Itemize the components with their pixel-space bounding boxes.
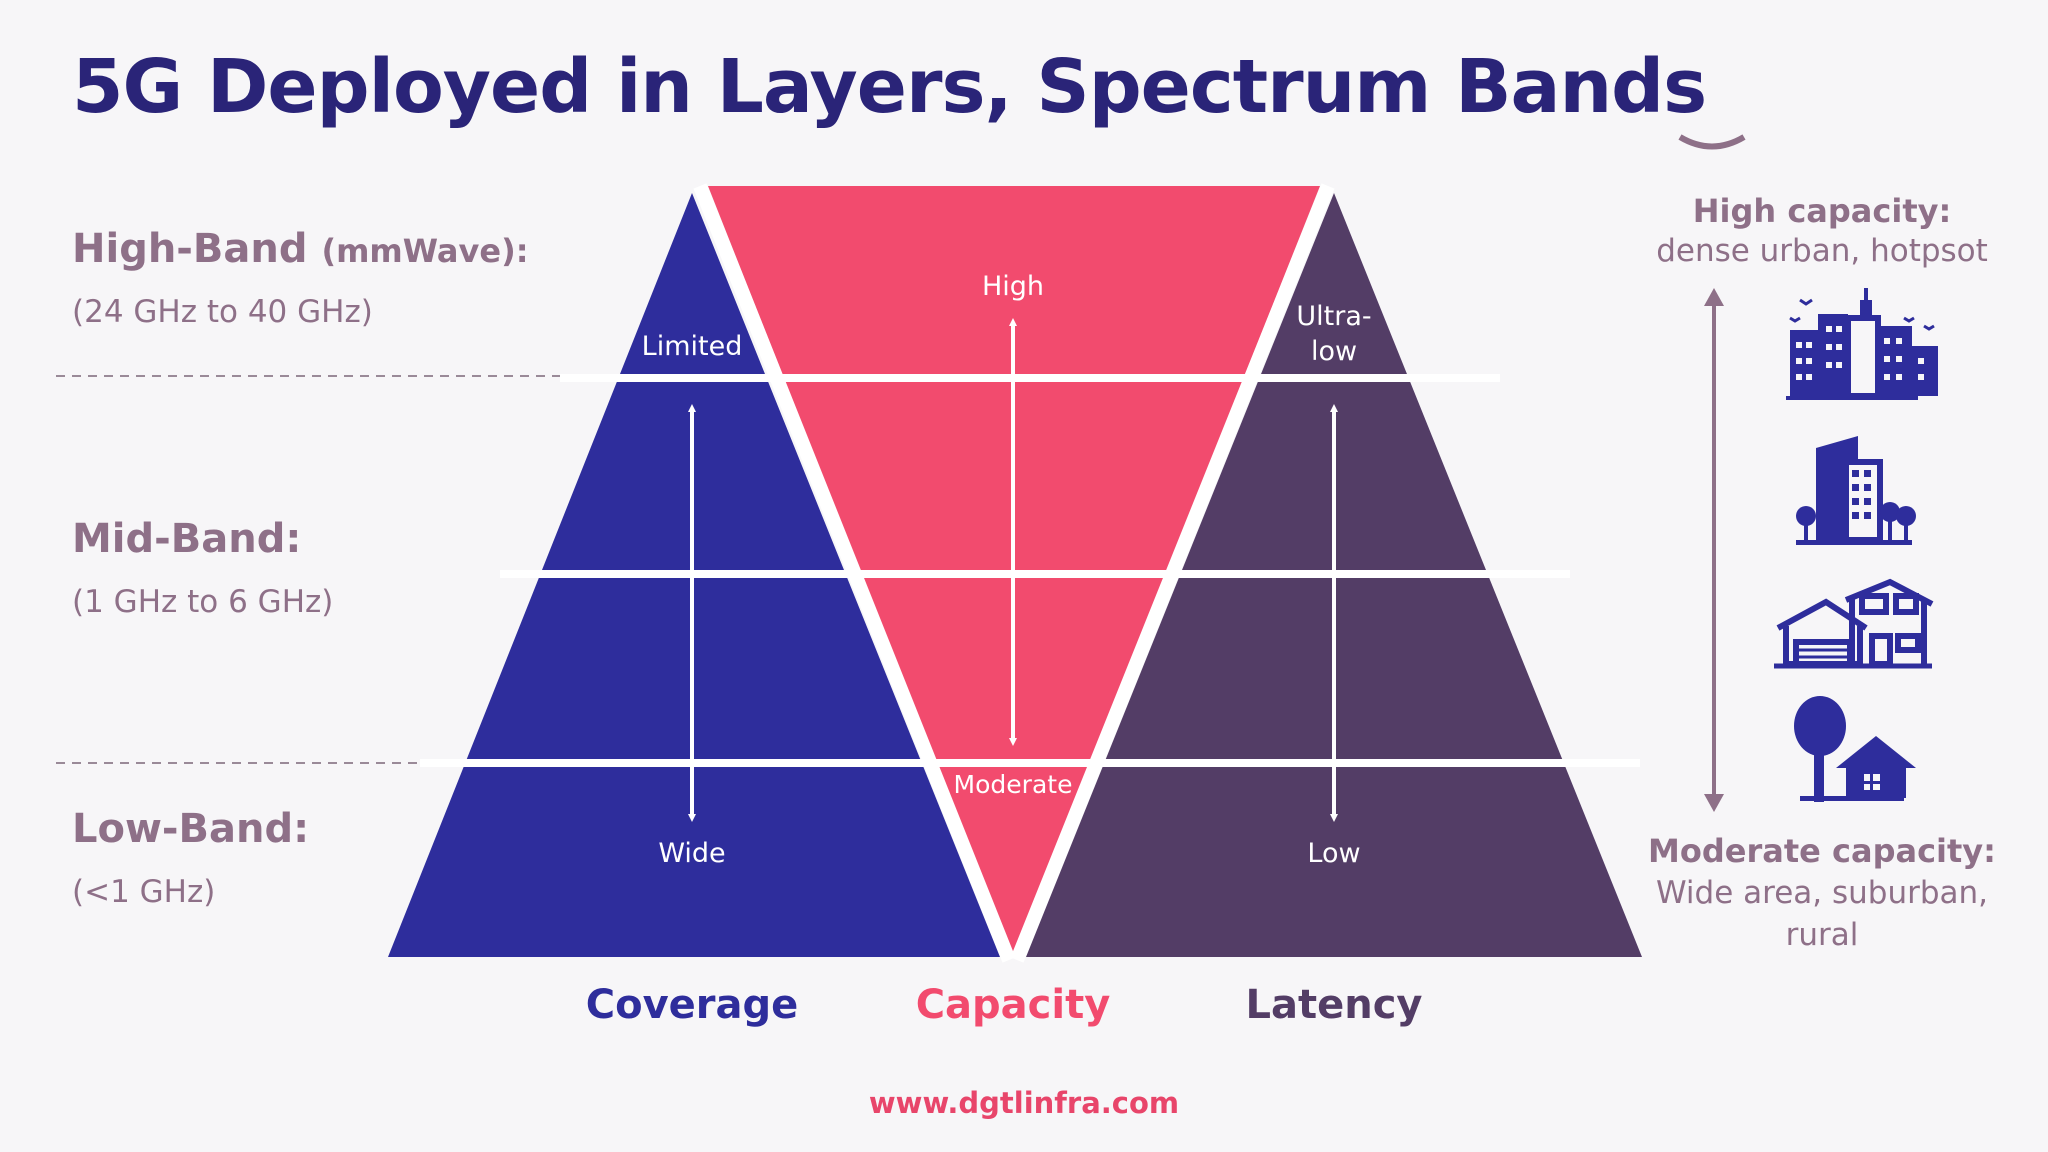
moderate-capacity-title: Moderate capacity: — [1648, 832, 1996, 870]
footer-website: www.dgtlinfra.com — [868, 1086, 1180, 1120]
coverage-bottom-label: Wide — [658, 838, 725, 869]
decorative-arc — [1678, 134, 1746, 150]
low-band-range: (<1 GHz) — [72, 874, 216, 910]
capacity-label: Capacity — [915, 982, 1111, 1028]
high-band-name: High-Band (mmWave): — [72, 226, 529, 272]
coverage-label: Coverage — [585, 982, 799, 1028]
latency-top-label-line1: Ultra- — [1296, 301, 1371, 332]
high-band-range: (24 GHz to 40 GHz) — [72, 294, 373, 330]
page-title: 5G Deployed in Layers, Spectrum Bands — [72, 44, 1707, 130]
low-band-name: Low-Band: — [72, 806, 310, 852]
high-capacity-desc: dense urban, hotpsot — [1656, 233, 1988, 269]
capacity-bottom-label: Moderate — [954, 770, 1073, 799]
latency-bottom-label: Low — [1307, 838, 1360, 869]
latency-label: Latency — [1245, 982, 1423, 1028]
latency-top-label-line2: low — [1311, 336, 1357, 367]
moderate-capacity-desc-line1: Wide area, suburban, — [1655, 875, 1989, 911]
mid-band-range: (1 GHz to 6 GHz) — [72, 584, 334, 620]
city-skyline-icon — [1786, 288, 1938, 400]
mid-band-name: Mid-Band: — [72, 516, 302, 562]
coverage-top-label: Limited — [642, 331, 743, 362]
moderate-capacity-desc-line2: rural — [1785, 917, 1859, 953]
office-building-icon — [1796, 436, 1916, 545]
capacity-top-label: High — [982, 271, 1044, 302]
houses-icon — [1774, 578, 1934, 669]
high-capacity-title: High capacity: — [1692, 192, 1952, 230]
rural-house-icon — [1794, 696, 1916, 802]
